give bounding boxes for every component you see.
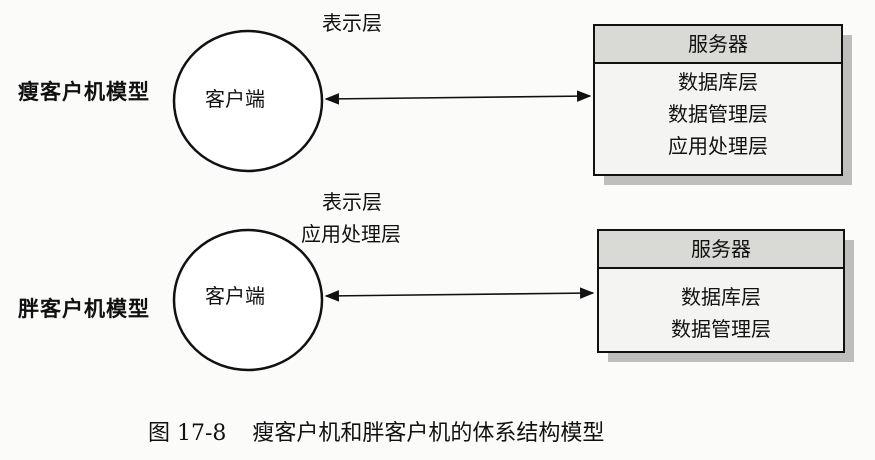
thin-client-circle (172, 29, 324, 173)
fat-client-circle (172, 228, 324, 372)
thin-client-label: 客户端 (205, 87, 265, 111)
figure-caption: 图 17-8 瘦客户机和胖客户机的体系结构模型 (148, 423, 604, 445)
thin-server-title: 服务器 (688, 32, 748, 56)
fat-client-label: 客户端 (205, 284, 265, 308)
thin-server-box (593, 24, 852, 185)
fat-model-title: 胖客户机模型 (18, 297, 150, 321)
fat-server-title: 服务器 (691, 237, 751, 261)
fat-presentation-layer-label: 表示层 (322, 190, 382, 214)
thin-connection-arrow (324, 90, 592, 105)
figure-number: 图 17-8 (148, 421, 227, 446)
thin-model-title: 瘦客户机模型 (18, 80, 150, 104)
fat-server-database-layer: 数据库层 (681, 285, 761, 309)
thin-server-data-management-layer: 数据管理层 (668, 102, 768, 126)
thin-presentation-layer-label: 表示层 (322, 11, 382, 35)
fat-application-layer-label: 应用处理层 (301, 222, 401, 246)
thin-server-database-layer: 数据库层 (678, 70, 758, 94)
figure-caption-text: 瘦客户机和胖客户机的体系结构模型 (252, 421, 605, 446)
fat-server-box (597, 229, 854, 362)
thin-server-application-layer: 应用处理层 (668, 134, 768, 158)
fat-connection-arrow (324, 287, 595, 302)
fat-server-data-management-layer: 数据管理层 (671, 317, 771, 341)
